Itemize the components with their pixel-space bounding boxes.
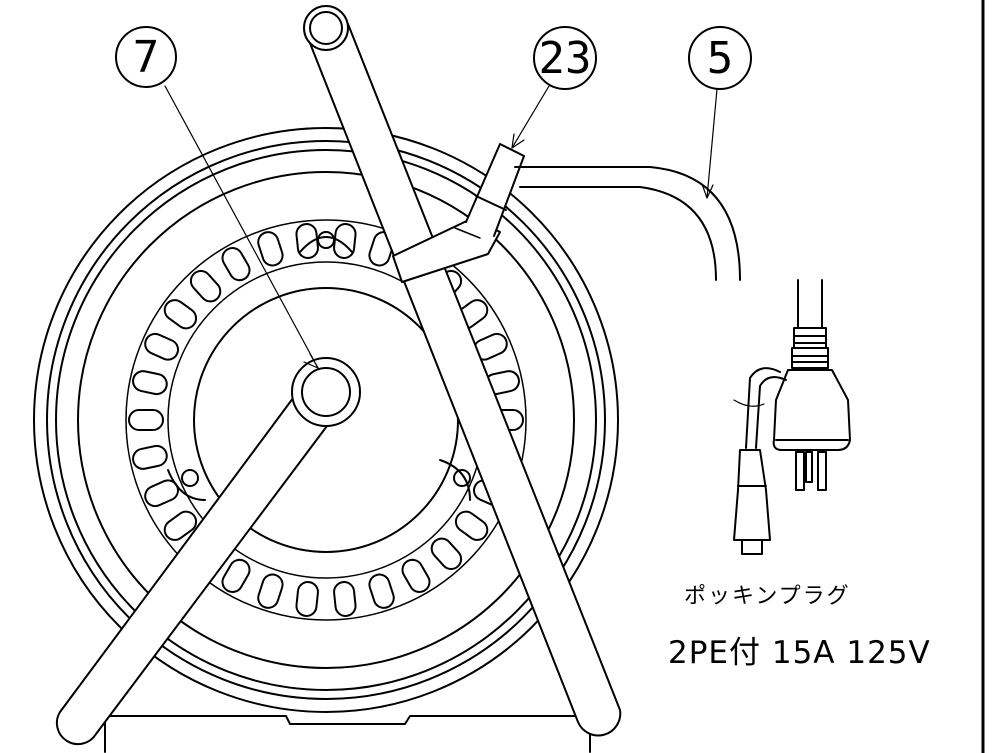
- plug-pin-left: [795, 451, 805, 491]
- callout-23: [511, 26, 597, 149]
- reel-slot: [401, 558, 431, 593]
- power-cord: [514, 166, 741, 281]
- stand-base: [104, 715, 591, 753]
- reel-slot: [257, 231, 284, 267]
- stand-frame: [55, 5, 622, 746]
- plug-pin-right: [817, 451, 827, 491]
- callout-23-label: 23: [539, 33, 592, 84]
- reel-slot: [163, 510, 198, 541]
- callout-7: [115, 26, 319, 369]
- reel-slot: [144, 332, 179, 361]
- ground-clip: [733, 449, 771, 541]
- reel-slot: [189, 269, 222, 303]
- reel-slot: [454, 510, 489, 541]
- reel-slot: [221, 558, 251, 593]
- reel-slot: [333, 581, 357, 617]
- plug-name-label: ポッキンプラグ: [684, 584, 851, 609]
- reel-slot: [368, 573, 395, 609]
- reel-slot: [128, 409, 164, 431]
- reel-slot: [132, 444, 168, 470]
- reel-slot: [144, 479, 179, 508]
- reel-outer-rim: [33, 127, 619, 713]
- plug-pin-ground: [805, 451, 813, 483]
- reel-slot: [333, 223, 357, 259]
- stand-leg-short: [55, 381, 346, 746]
- pokkin-plug: [733, 279, 851, 555]
- hub-mount-ears: [167, 231, 471, 501]
- reel-slot: [295, 581, 319, 617]
- hub-axle-inner: [301, 367, 351, 417]
- reel-slot: [221, 247, 251, 282]
- reel-slot: [132, 370, 168, 396]
- reel-slot: [163, 299, 198, 330]
- plug-spec-label: 2PE付 15A 125V: [668, 635, 931, 671]
- reel-rim-inner: [46, 140, 606, 700]
- stand-top-cap-inner: [309, 11, 343, 45]
- cord-guide: [392, 143, 525, 283]
- reel-slot: [295, 223, 319, 259]
- reel-slot-ring-outer: [125, 219, 527, 621]
- callout-5-label: 5: [707, 33, 734, 84]
- callout-7-label: 7: [133, 32, 160, 83]
- callout-5: [688, 26, 752, 199]
- reel-slot: [430, 537, 463, 571]
- reel-slot: [257, 573, 284, 609]
- reel-flange: [55, 149, 597, 691]
- stand-leg-long: [303, 23, 622, 737]
- reel-flange-step: [77, 171, 575, 669]
